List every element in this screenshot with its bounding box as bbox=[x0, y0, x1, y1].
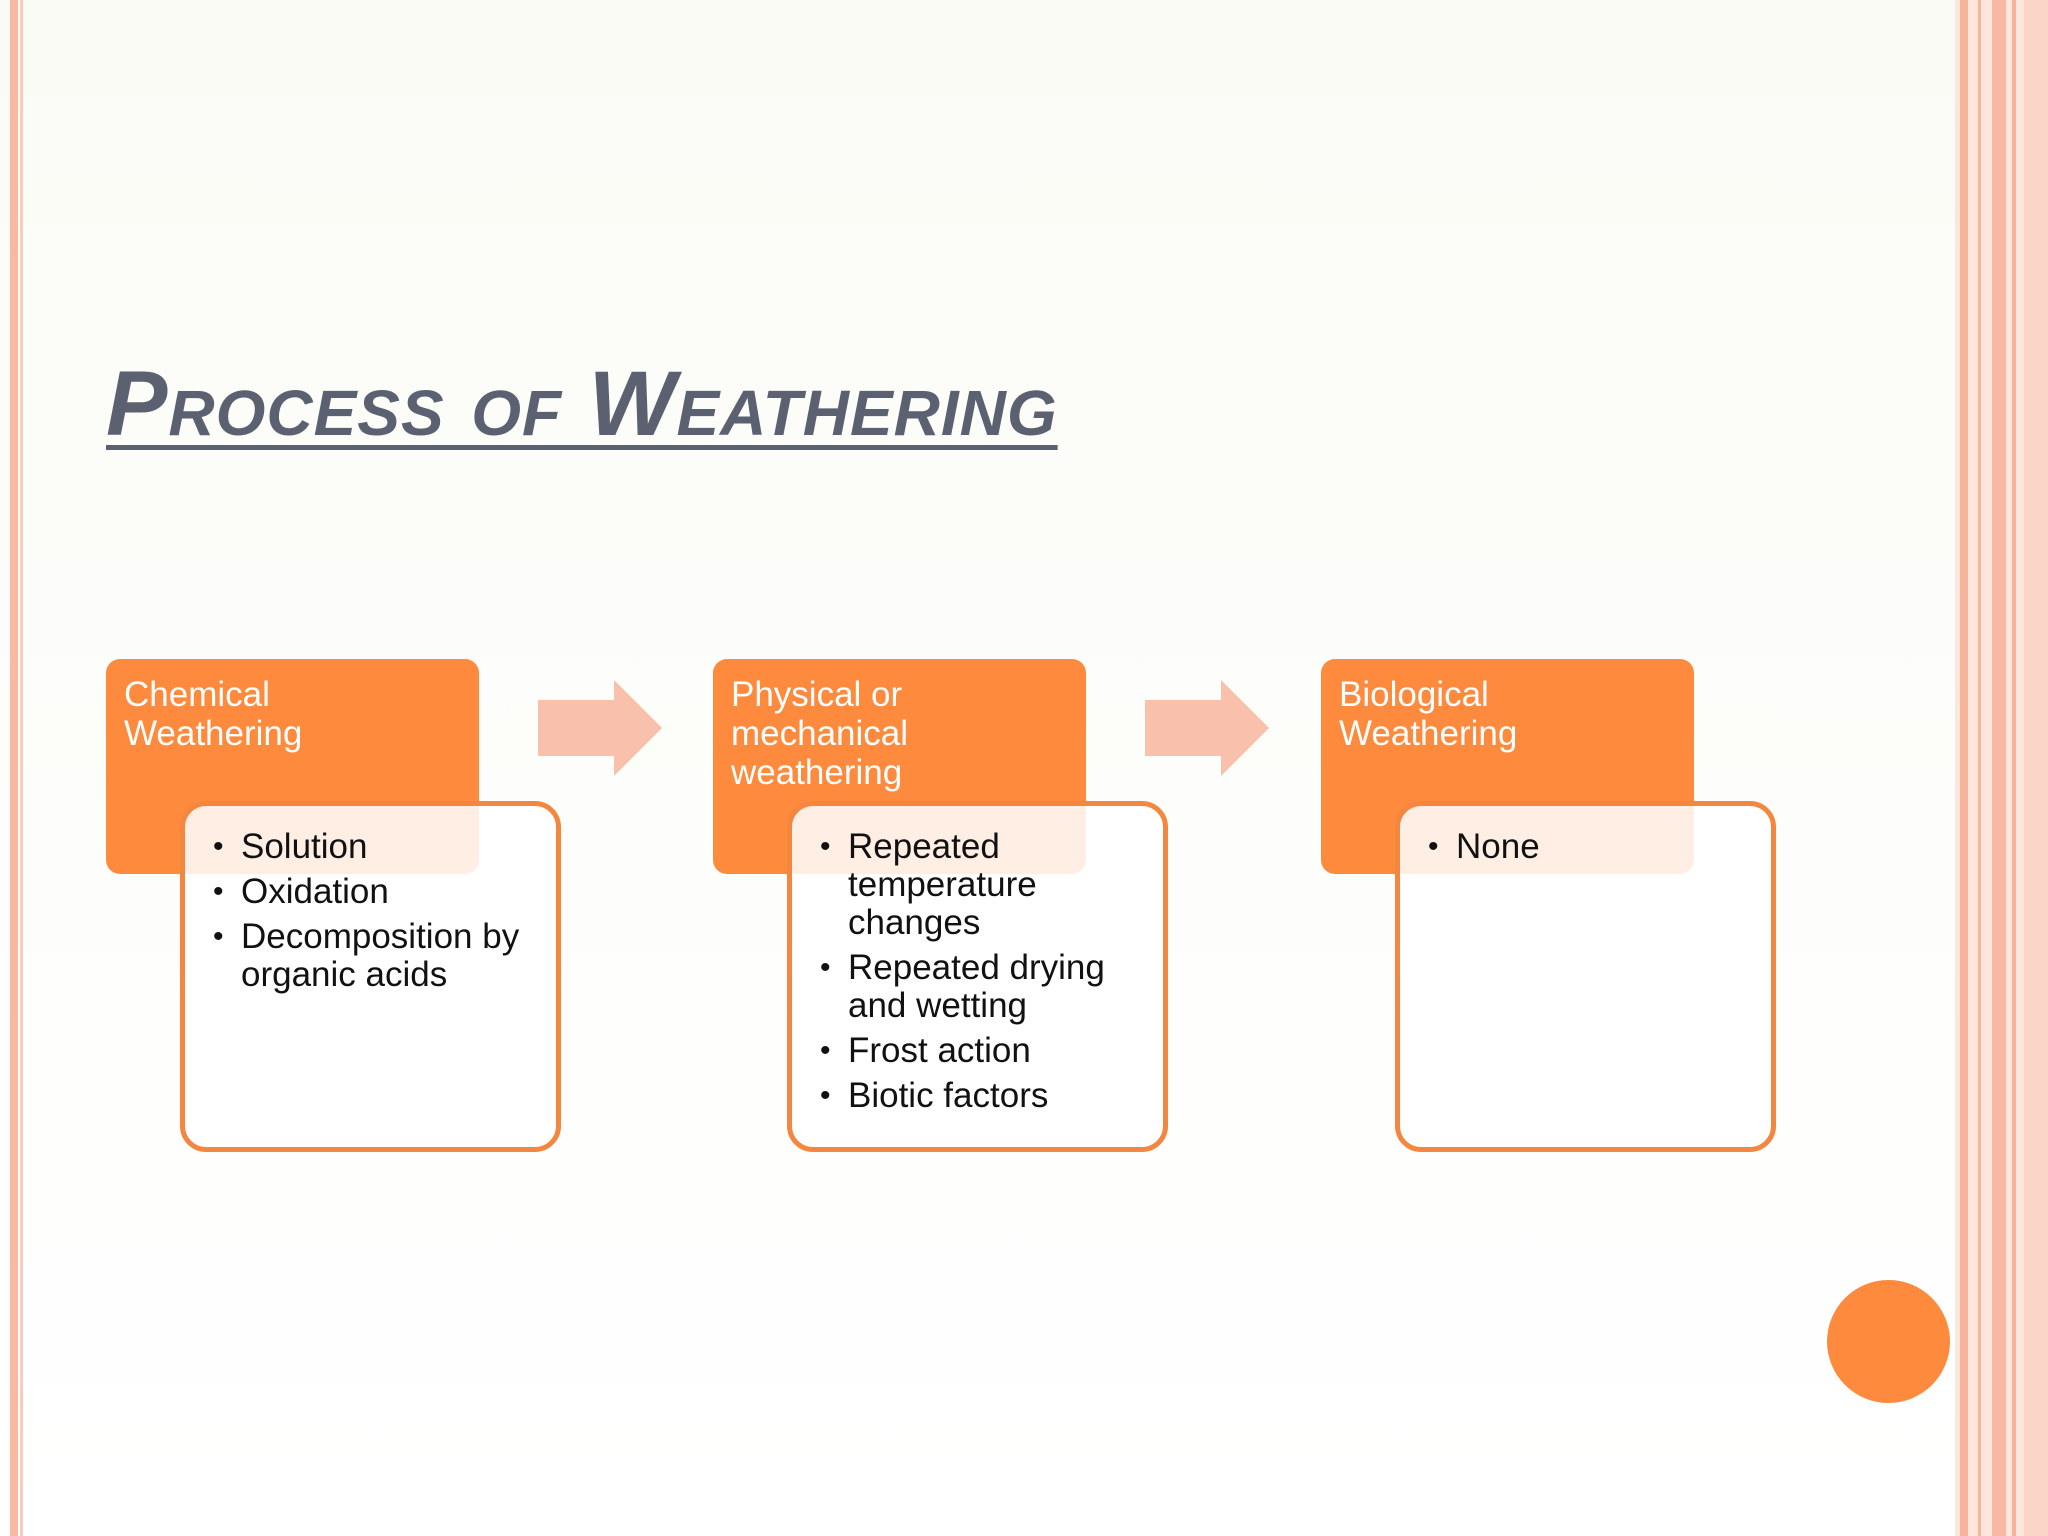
step-item: Frost action bbox=[818, 1032, 1143, 1071]
step-header-line: weathering bbox=[731, 753, 903, 792]
right-border-stripe bbox=[1992, 0, 2006, 1536]
step-item: None bbox=[1426, 828, 1751, 867]
process-step-biological: Biological Weathering None bbox=[1321, 659, 1776, 1154]
step-item-list: Repeated temperature changes Repeated dr… bbox=[818, 828, 1143, 1116]
step-header-line: Weathering bbox=[124, 714, 303, 753]
process-step-physical: Physical or mechanical weathering Repeat… bbox=[713, 659, 1168, 1154]
step-item-list: Solution Oxidation Decomposition by orga… bbox=[211, 828, 536, 994]
step-header-line: Chemical bbox=[124, 675, 270, 714]
decorative-circle bbox=[1827, 1280, 1950, 1403]
right-border-stripe bbox=[2024, 0, 2048, 1536]
step-header-line: Weathering bbox=[1339, 714, 1518, 753]
step-item: Repeated drying and wetting bbox=[818, 949, 1143, 1025]
step-item: Biotic factors bbox=[818, 1077, 1143, 1116]
left-border-stripe bbox=[10, 0, 18, 1536]
right-border-stripe bbox=[1960, 0, 1968, 1536]
step-detail-box: Repeated temperature changes Repeated dr… bbox=[787, 801, 1168, 1152]
step-header-line: Physical or bbox=[731, 675, 903, 714]
step-item: Solution bbox=[211, 828, 536, 867]
slide-title: Process of Weathering bbox=[106, 353, 1058, 455]
step-header-line: Biological bbox=[1339, 675, 1489, 714]
step-item: Oxidation bbox=[211, 873, 536, 912]
step-item: Decomposition by organic acids bbox=[211, 918, 536, 994]
step-header-line: mechanical bbox=[731, 714, 909, 753]
left-border-stripe-thin bbox=[20, 0, 23, 1536]
right-border-stripe bbox=[1978, 0, 1981, 1536]
step-detail-box: Solution Oxidation Decomposition by orga… bbox=[180, 801, 561, 1152]
right-border-stripe bbox=[2012, 0, 2016, 1536]
process-step-chemical: Chemical Weathering Solution Oxidation D… bbox=[106, 659, 561, 1154]
step-item: Repeated temperature changes bbox=[818, 828, 1143, 942]
step-item-list: None bbox=[1426, 828, 1751, 867]
right-arrow-icon bbox=[1145, 680, 1269, 776]
right-arrow-icon bbox=[538, 680, 662, 776]
step-detail-box: None bbox=[1395, 801, 1776, 1152]
